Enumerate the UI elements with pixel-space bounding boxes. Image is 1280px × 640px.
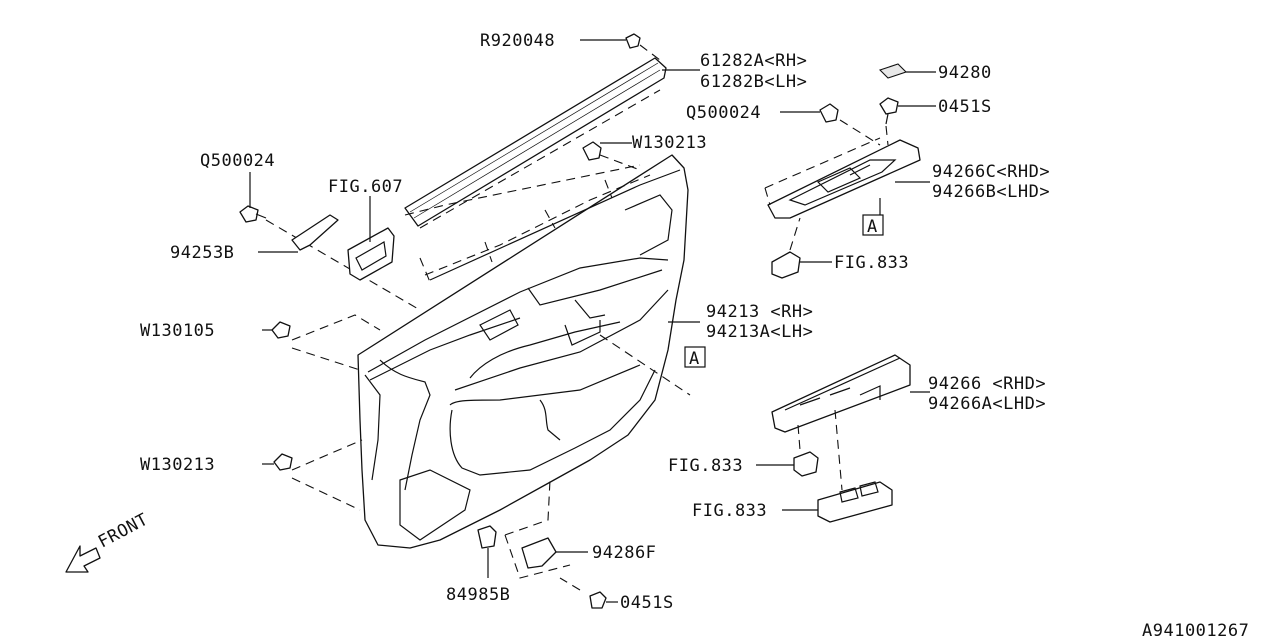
screw-q500024-top: [819, 103, 881, 146]
callout-94280: 94280: [938, 63, 992, 83]
callout-q500024-left: Q500024: [200, 151, 275, 171]
ref-marker-a-door-label: A: [689, 349, 700, 369]
callout-94213a: 94213A<LH>: [706, 322, 813, 342]
callout-94266a: 94266A<LHD>: [928, 394, 1046, 414]
clip-w130213-bottom: [273, 439, 363, 511]
switch-connector-fig833-b: [793, 451, 819, 477]
front-arrow-icon: FRONT: [65, 510, 152, 573]
callout-61282a: 61282A<RH>: [700, 51, 807, 71]
clip-w130213-top: [582, 141, 641, 171]
ref-marker-a-panel-label: A: [867, 217, 878, 237]
switch-connector-fig833-a: [771, 217, 801, 279]
screw-0451s-top: [879, 97, 899, 146]
callout-q500024-top: Q500024: [686, 103, 761, 123]
diagram-code: A941001267: [1142, 621, 1249, 640]
inner-handle-fig607: [347, 227, 395, 281]
callout-labels: R920048 61282A<RH> 61282B<LH> 94280 Q500…: [140, 31, 1249, 640]
callout-w130213-bottom: W130213: [140, 455, 215, 475]
callout-94266: 94266 <RHD>: [928, 374, 1046, 394]
screw-0451s-bottom: [559, 577, 607, 609]
callout-61282b: 61282B<LH>: [700, 72, 807, 92]
screw-q500024-left: [239, 205, 421, 311]
panel-dash-guides: [404, 164, 651, 283]
leader-lines: [249, 39, 936, 603]
cap-94280: [878, 63, 908, 79]
callout-94266c: 94266C<RHD>: [932, 162, 1050, 182]
callout-94213: 94213 <RH>: [706, 302, 813, 322]
callout-94266b: 94266B<LHD>: [932, 182, 1050, 202]
callout-w130105: W130105: [140, 321, 215, 341]
switch-assembly-fig833-c: [817, 481, 893, 523]
callout-r920048: R920048: [480, 31, 555, 51]
switch-panel-lower: [771, 354, 911, 491]
switch-panel-upper: A: [764, 137, 921, 237]
callout-fig833-c: FIG.833: [692, 501, 767, 521]
callout-fig833-a: FIG.833: [834, 253, 909, 273]
callout-0451s-bottom: 0451S: [620, 593, 674, 613]
front-label: FRONT: [95, 510, 152, 553]
callout-94253b: 94253B: [170, 243, 234, 263]
door-trim-panel: [357, 154, 689, 549]
callout-94286f: 94286F: [592, 543, 656, 563]
clip-w130105: [271, 314, 381, 371]
clip-84985b: [477, 525, 497, 578]
callout-84985b: 84985B: [446, 585, 510, 605]
bracket-94253b: [291, 214, 339, 251]
callout-0451s-top: 0451S: [938, 97, 992, 117]
ref-marker-a-door: A: [599, 334, 706, 396]
clip-r920048: [625, 33, 661, 61]
callout-fig833-b: FIG.833: [668, 456, 743, 476]
window-molding: [404, 57, 667, 229]
callout-w130213-top: W130213: [632, 133, 707, 153]
bracket-94286f: [504, 479, 571, 579]
callout-fig607: FIG.607: [328, 177, 403, 197]
